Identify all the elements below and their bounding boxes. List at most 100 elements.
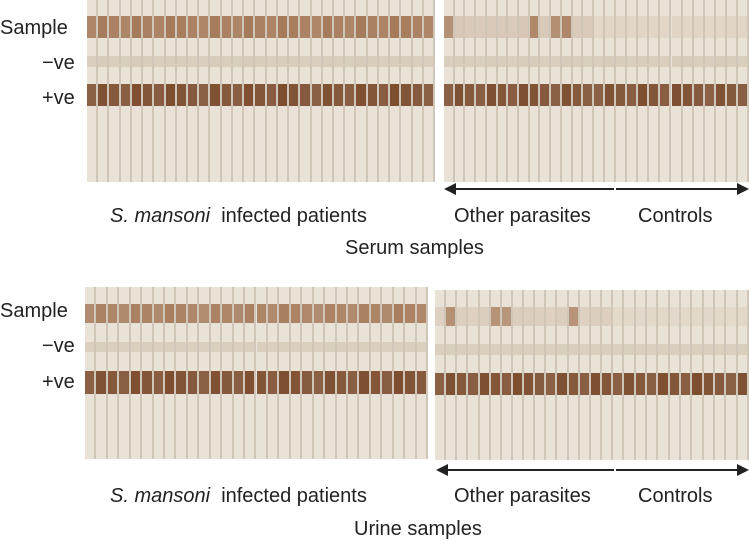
test-strip — [325, 287, 337, 459]
test-strip — [535, 290, 547, 460]
pos-band — [627, 83, 637, 106]
test-strip — [188, 0, 200, 182]
test-strip — [624, 290, 636, 460]
serum-control-strips — [594, 0, 749, 182]
neg-band — [289, 56, 299, 68]
test-strip — [256, 287, 268, 459]
neg-band — [401, 56, 411, 68]
test-strip — [476, 0, 487, 182]
sample-band — [551, 16, 560, 39]
test-strip — [590, 290, 602, 460]
pos-band — [130, 371, 141, 394]
pos-band — [416, 371, 426, 394]
sample-band — [210, 16, 220, 39]
test-strip — [405, 287, 417, 459]
neg-band — [222, 342, 232, 353]
test-strip — [497, 0, 509, 182]
sample-band — [529, 16, 539, 39]
test-strip — [465, 0, 477, 182]
neg-band — [649, 56, 659, 68]
sample-band — [583, 16, 592, 39]
sample-band — [444, 16, 453, 39]
neg-band — [267, 342, 278, 353]
sample-band — [590, 307, 600, 326]
test-strip — [540, 0, 552, 182]
sample-band — [119, 304, 129, 324]
neg-band — [590, 344, 600, 355]
test-strip — [210, 0, 222, 182]
neg-band — [266, 56, 276, 68]
test-strip — [85, 287, 97, 459]
neg-band — [333, 56, 344, 68]
pos-band — [635, 373, 645, 396]
neg-band — [210, 56, 220, 68]
pos-band — [490, 373, 500, 396]
test-strip — [681, 290, 693, 460]
pos-band — [551, 83, 560, 106]
sample-band — [277, 16, 288, 39]
neg-band — [232, 56, 243, 68]
test-strip — [266, 0, 278, 182]
pos-band — [579, 373, 589, 396]
pos-band — [232, 83, 243, 106]
pos-band — [601, 373, 611, 396]
sample-band — [120, 16, 130, 39]
serum-label-pos: +ve — [42, 87, 75, 109]
pos-band — [590, 373, 600, 396]
pos-band — [660, 83, 670, 106]
pos-band — [187, 371, 198, 394]
neg-band — [669, 344, 679, 355]
pos-band — [390, 83, 400, 106]
pos-band — [715, 83, 725, 106]
neg-band — [165, 56, 175, 68]
neg-band — [524, 344, 534, 355]
test-strip — [401, 0, 413, 182]
pos-band — [382, 371, 392, 394]
test-strip — [444, 0, 455, 182]
pos-band — [325, 371, 335, 394]
neg-band — [601, 344, 611, 355]
sample-band — [638, 16, 648, 39]
neg-band — [302, 342, 312, 353]
neg-band — [244, 56, 254, 68]
neg-band — [627, 56, 637, 68]
sample-band — [393, 304, 404, 324]
neg-band — [393, 342, 404, 353]
neg-band — [359, 342, 369, 353]
pos-band — [302, 371, 312, 394]
sample-band — [682, 16, 692, 39]
test-strip — [693, 0, 705, 182]
pos-band — [98, 83, 108, 106]
pos-band — [279, 371, 289, 394]
neg-band — [465, 56, 475, 68]
sample-band — [187, 304, 198, 324]
test-strip — [627, 0, 639, 182]
sample-band — [347, 304, 358, 324]
test-strip — [412, 0, 424, 182]
test-strip — [378, 0, 391, 182]
sample-band — [333, 16, 344, 39]
sample-band — [465, 16, 475, 39]
sample-band — [624, 307, 634, 326]
test-strip — [616, 0, 628, 182]
sample-band — [715, 307, 725, 326]
test-strip — [726, 0, 738, 182]
neg-band — [370, 342, 381, 353]
neg-band — [87, 56, 97, 68]
neg-band — [704, 56, 714, 68]
pos-band — [613, 373, 623, 396]
neg-band — [256, 342, 266, 353]
sample-band — [737, 307, 747, 326]
test-strip — [715, 0, 727, 182]
sample-band — [557, 307, 567, 326]
sample-band — [390, 16, 400, 39]
sample-band — [486, 16, 496, 39]
sample-band — [715, 16, 725, 39]
pos-band — [199, 83, 209, 106]
sample-band — [165, 304, 175, 324]
sample-band — [519, 16, 528, 39]
neg-band — [107, 342, 118, 353]
neg-band — [737, 56, 747, 68]
test-strip — [244, 0, 256, 182]
pos-band — [704, 83, 714, 106]
